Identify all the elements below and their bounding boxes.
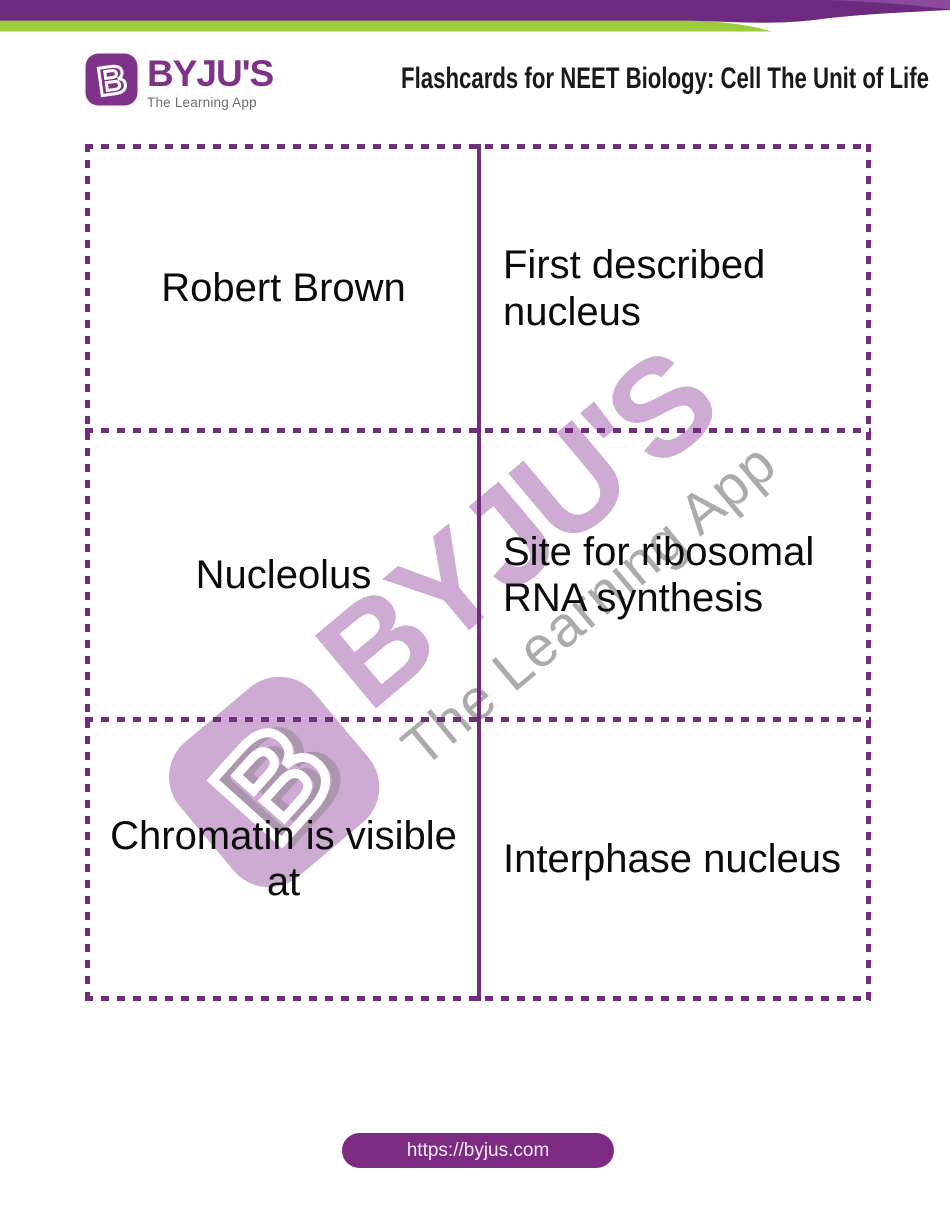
watermark-icon: B B [169, 676, 380, 888]
term-cell-3: Chromatin is visible at [110, 813, 457, 904]
table-border-left [85, 144, 90, 1001]
definition-text-2: Site for ribosomal RNA synthesis [503, 529, 815, 620]
table-border-right [866, 144, 871, 1001]
definition-cell-3: Interphase nucleus [481, 722, 866, 996]
page-title: Flashcards for NEET Biology: Cell The Un… [401, 62, 929, 95]
watermark-icon-square [169, 676, 380, 888]
logo-brand-text: BYJU'S [147, 53, 274, 94]
logo-icon-square [85, 53, 138, 106]
definition-cell-1: First described nucleus [481, 149, 866, 428]
table-column-divider [477, 144, 481, 1001]
definition-cell-2: Site for ribosomal RNA synthesis [481, 433, 866, 717]
definition-text-1: First described nucleus [503, 243, 766, 334]
term-cell-2: Nucleolus [195, 552, 372, 597]
header-band [0, 0, 950, 32]
byjus-logo: B BYJU'S The Learning App [85, 53, 274, 111]
header-band-swoosh [826, 0, 950, 10]
logo-icon-letter: B [95, 57, 130, 105]
logo-tagline-text: The Learning App [147, 95, 257, 111]
header-band-purple [0, 0, 950, 23]
header-band-green [0, 20, 772, 32]
byjus-watermark: B B BYJU'S The Learning App [141, 322, 789, 916]
logo-text-block: BYJU'S The Learning App [147, 53, 274, 111]
byjus-logo-icon: B [85, 53, 138, 106]
footer-link[interactable]: https://byjus.com [342, 1133, 614, 1168]
term-cell-1: Robert Brown [161, 266, 406, 311]
definition-text-3: Interphase nucleus [503, 836, 842, 881]
flashcards-table: Robert Brown First described nucleus Nuc… [85, 144, 871, 1001]
